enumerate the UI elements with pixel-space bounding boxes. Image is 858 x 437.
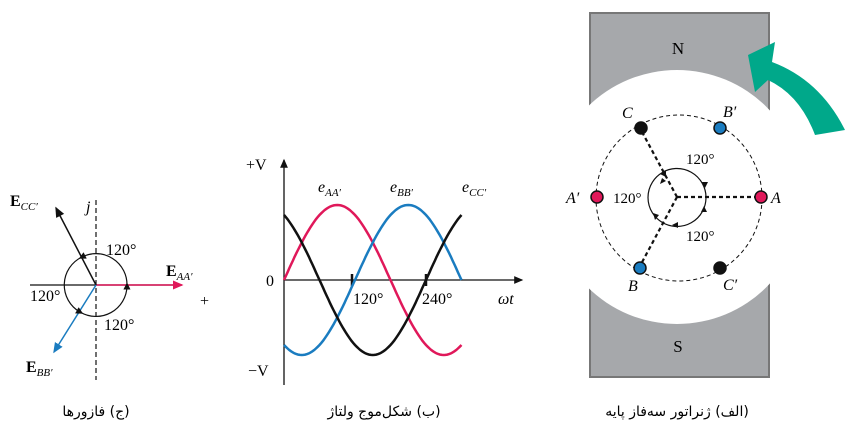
conductor-B: [633, 261, 647, 275]
conductor-C-prime: [713, 261, 727, 275]
angle-label: 120°: [613, 191, 642, 207]
caption-phasors: (ج) فازورها: [62, 404, 129, 420]
caption-generator: (الف) ژنراتور سه‌فاز پایه: [605, 404, 749, 420]
caption-waveform: (ب) شکل‌موج ولتاژ: [326, 404, 440, 420]
rotation-arrow-icon: [748, 42, 845, 135]
label-A-prime: A′: [565, 190, 580, 207]
label-E-CC: ECC′: [10, 193, 38, 213]
plus-v-label: +V: [246, 157, 267, 174]
angle-arc: [63, 256, 84, 314]
wave-e-BB: [283, 203, 463, 357]
label-C: C: [622, 105, 633, 122]
angle-arc: [78, 252, 128, 286]
conductor-B-prime: [713, 121, 727, 135]
angle-arc: [647, 167, 707, 228]
south-label: S: [673, 337, 682, 356]
conductor-spokes: [639, 129, 755, 267]
angle-label: 120°: [686, 229, 715, 245]
voltage-waveform: +V 0 −V 120° 240° ωt eAA′ eBB′ eCC′: [246, 157, 524, 385]
j-label: j: [84, 199, 91, 216]
conductor-C: [634, 121, 648, 135]
label-B: B: [628, 278, 638, 295]
label-A: A: [770, 190, 781, 207]
generator-diagram: N S A A′ C B′ B C′ 120° 120° 120°: [565, 12, 845, 378]
phasor-diagram: ECC′ EAA′ EBB′ j + 120° 120° 120°: [10, 193, 209, 380]
angle-label: 120°: [30, 288, 60, 305]
arc-arrowheads: [653, 171, 708, 228]
wave-e-CC: [283, 214, 463, 357]
label-e-BB: eBB′: [390, 179, 414, 199]
angle-arc: [79, 282, 131, 318]
phasor-E-BB: [53, 284, 97, 354]
label-E-BB: EBB′: [26, 359, 53, 379]
angle-label: 120°: [686, 152, 715, 168]
tick-240: 240°: [422, 291, 452, 308]
north-label: N: [672, 39, 684, 58]
minus-v-label: −V: [248, 363, 269, 380]
label-E-AA: EAA′: [166, 263, 193, 283]
label-e-AA: eAA′: [318, 179, 342, 199]
label-B-prime: B′: [723, 104, 737, 121]
angle-label: 120°: [106, 242, 136, 259]
label-e-CC: eCC′: [462, 179, 487, 199]
tick-120: 120°: [353, 291, 383, 308]
angle-label: 120°: [104, 317, 134, 334]
phasor-E-CC: [55, 206, 97, 286]
conductor-A-prime: [590, 190, 604, 204]
axis-omega-t: ωt: [498, 291, 514, 308]
zero-label: 0: [266, 273, 274, 290]
south-pole: [589, 279, 770, 378]
conductor-A: [754, 190, 768, 204]
north-pole: [589, 12, 770, 116]
label-C-prime: C′: [723, 277, 738, 294]
plus-label: +: [200, 293, 209, 310]
